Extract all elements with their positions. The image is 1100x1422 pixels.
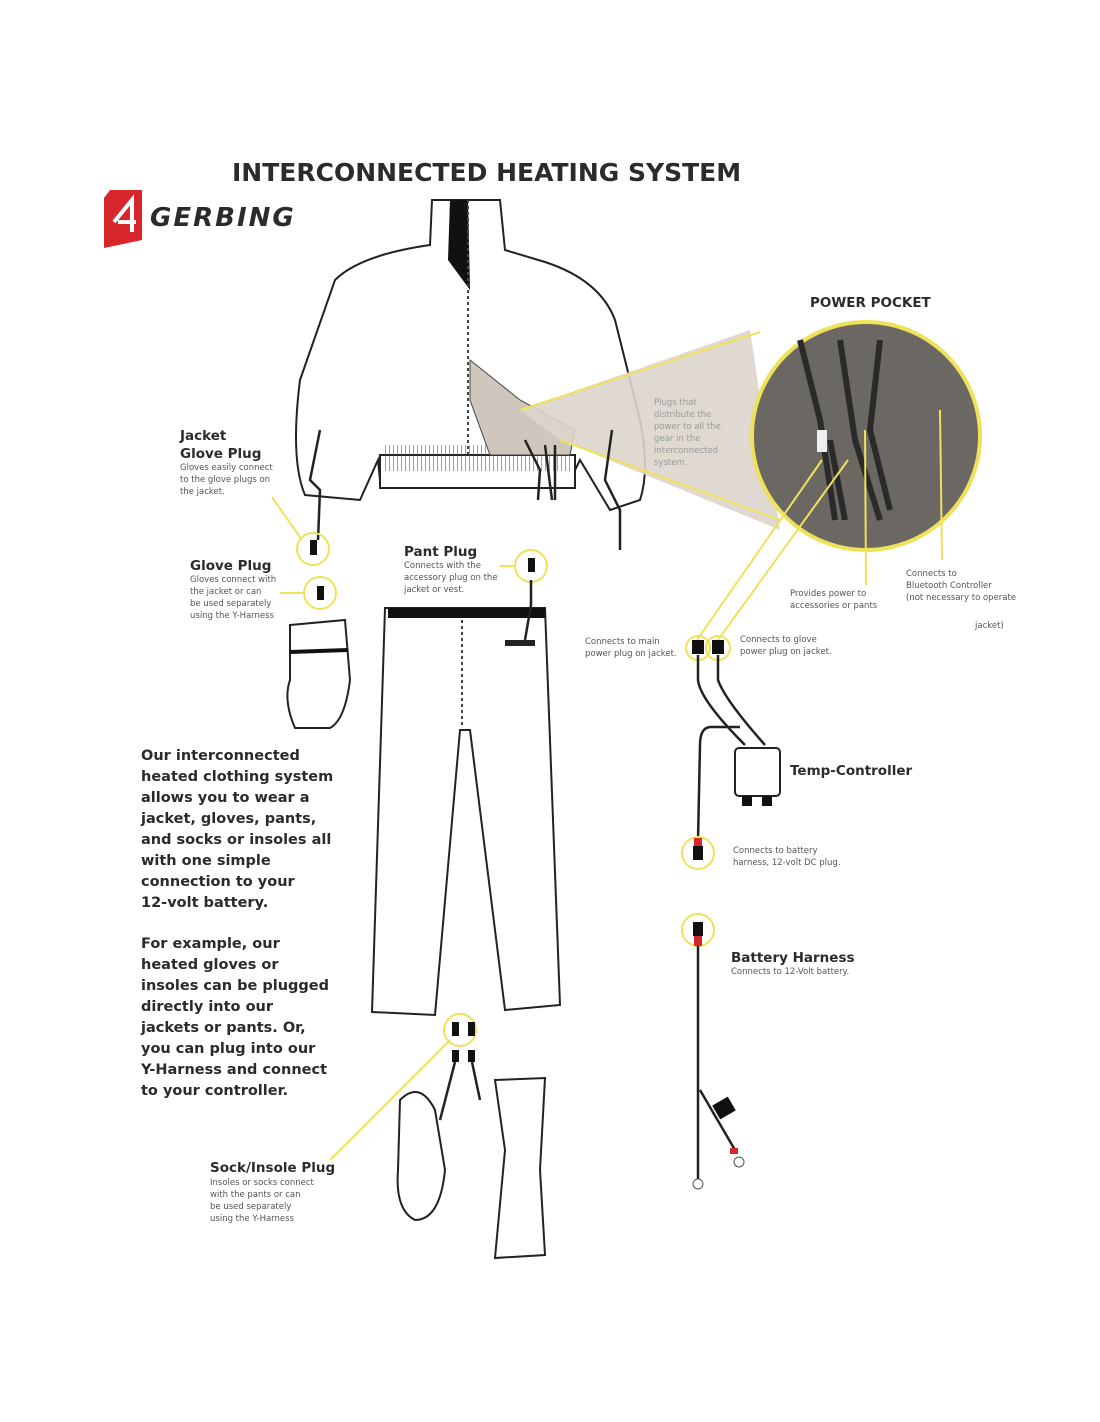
pant-plug-title: Pant Plug	[404, 544, 477, 560]
callout-text: Connects with the	[404, 561, 481, 571]
sock-plug-title: Sock/Insole Plug	[210, 1160, 335, 1176]
callout-text: be used separately	[190, 599, 271, 609]
body-line: 12-volt battery.	[141, 895, 268, 911]
callout-text: accessory plug on the	[404, 573, 498, 583]
body-line: to your controller.	[141, 1083, 288, 1099]
note-line: gear in the	[654, 434, 700, 444]
note-line: power to all the	[654, 422, 721, 432]
callout-text: the jacket or can	[190, 587, 261, 597]
body-line: jacket, gloves, pants,	[140, 811, 316, 827]
bluetooth-text: Bluetooth Controller	[906, 581, 992, 591]
body-line: jackets or pants. Or,	[140, 1020, 306, 1036]
power-pocket: POWER POCKET Plugs that distribute the p…	[654, 295, 1016, 641]
body-line: For example, our	[141, 936, 281, 952]
bluetooth-text: Connects to	[906, 569, 957, 579]
temp-controller-title: Temp-Controller	[790, 763, 912, 779]
y-harness-main-text: power plug on jacket.	[585, 649, 677, 659]
callout-title: Glove Plug	[180, 446, 261, 462]
body-line: directly into our	[141, 999, 274, 1015]
body-line: insoles can be plugged	[141, 978, 329, 994]
glove-plug-callout: Glove Plug Gloves connect with the jacke…	[190, 558, 352, 729]
provides-power-text: Provides power to	[790, 589, 866, 599]
y-harness-glove-text: Connects to glove	[740, 635, 817, 645]
callout-title: Glove Plug	[190, 558, 271, 574]
glove-illustration	[286, 618, 352, 729]
callout-text: be used separately	[210, 1202, 291, 1212]
pants-illustration: Pant Plug Connects with the accessory pl…	[370, 544, 562, 1017]
callout-text: to the glove plugs on	[180, 475, 270, 485]
note-line: Plugs that	[654, 398, 697, 408]
example-paragraph: For example, our heated gloves or insole…	[140, 936, 329, 1099]
sock-insole-illustration: Sock/Insole Plug Insoles or socks connec…	[210, 1013, 547, 1260]
body-line: you can plug into our	[141, 1041, 316, 1057]
temp-controller-text: Connects to battery	[733, 846, 818, 856]
jacket-illustration	[295, 199, 781, 550]
plugs-note: Plugs that distribute the power to all t…	[654, 398, 721, 468]
callout-text: Gloves easily connect	[180, 463, 273, 473]
callout-text: using the Y-Harness	[190, 611, 275, 621]
callout-text: using the Y-Harness	[210, 1214, 295, 1224]
intro-paragraph: Our interconnected heated clothing syste…	[140, 748, 333, 911]
y-harness-main-text: Connects to main	[585, 637, 660, 647]
callout-text: with the pants or can	[210, 1190, 301, 1200]
diagram-title: INTERCONNECTED HEATING SYSTEM	[232, 158, 741, 187]
gerbing-logo: GERBING	[104, 190, 296, 248]
callout-text: jacket or vest.	[403, 585, 464, 595]
bluetooth-fine-print: (not necessary to operate	[906, 593, 1016, 603]
callout-title: Jacket	[179, 428, 227, 444]
note-line: distribute the	[654, 410, 711, 420]
y-harness-temp-controller: Connects to main power plug on jacket. C…	[585, 635, 912, 870]
body-line: Our interconnected	[141, 748, 300, 764]
power-pocket-label: POWER POCKET	[810, 295, 932, 311]
note-line: interconnected	[654, 446, 718, 456]
callout-text: the jacket.	[180, 487, 225, 497]
body-line: heated clothing system	[141, 769, 333, 785]
body-line: heated gloves or	[141, 957, 279, 973]
provides-power-text: accessories or pants	[790, 601, 878, 611]
callout-text: Insoles or socks connect	[210, 1178, 315, 1188]
temp-controller-text: harness, 12-volt DC plug.	[733, 858, 841, 868]
temp-controller-box	[734, 747, 781, 797]
battery-harness: Battery Harness Connects to 12-Volt batt…	[681, 913, 855, 1190]
jacket-glove-plug-callout: Jacket Glove Plug Gloves easily connect …	[179, 428, 330, 566]
battery-harness-title: Battery Harness	[731, 950, 855, 966]
body-line: with one simple	[141, 853, 271, 869]
note-line: system.	[654, 458, 687, 468]
callout-text: Gloves connect with	[190, 575, 276, 585]
y-harness-glove-text: power plug on jacket.	[740, 647, 832, 657]
body-line: allows you to wear a	[141, 790, 310, 806]
brand-name: GERBING	[150, 203, 296, 233]
body-line: connection to your	[141, 874, 296, 890]
battery-harness-text: Connects to 12-Volt battery.	[731, 967, 849, 977]
bluetooth-fine-print: jacket)	[974, 621, 1004, 631]
body-line: Y-Harness and connect	[140, 1062, 327, 1078]
body-line: and socks or insoles all	[141, 832, 331, 848]
